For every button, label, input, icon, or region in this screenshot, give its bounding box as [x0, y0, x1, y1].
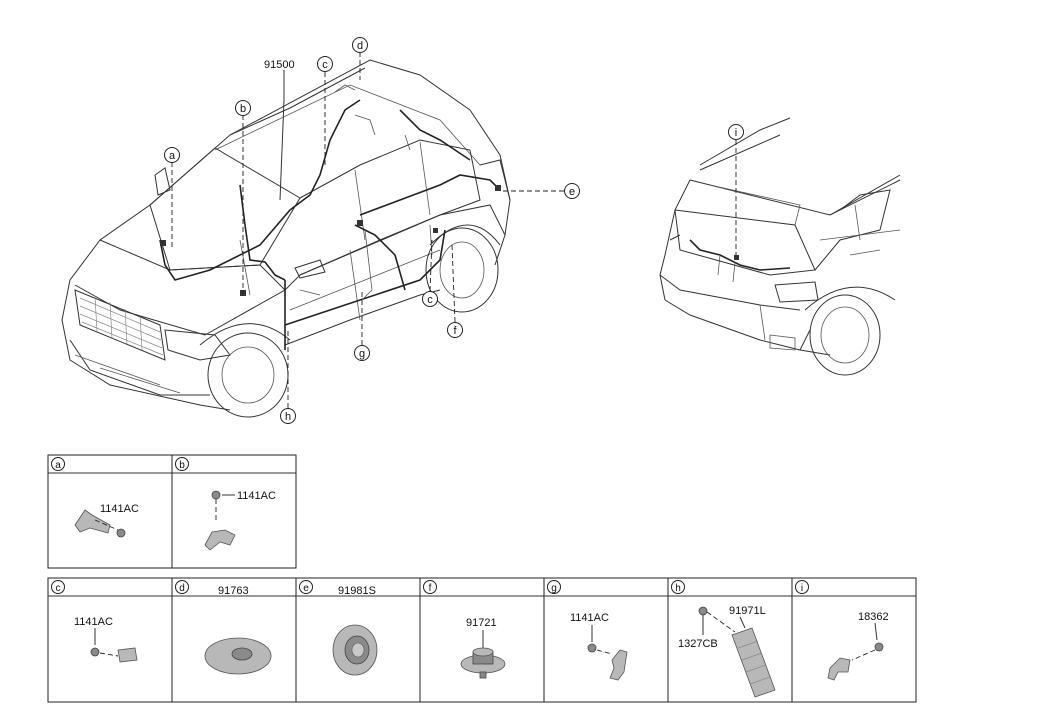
wire-harness-rear: [689, 140, 791, 283]
callout-e[interactable]: e: [564, 183, 580, 199]
callout-b[interactable]: b: [235, 100, 251, 116]
svg-text:a: a: [169, 150, 176, 162]
svg-text:91721: 91721: [466, 617, 497, 629]
callout-c-bottom[interactable]: c: [422, 291, 438, 307]
svg-text:91971L: 91971L: [729, 605, 766, 617]
detail-box-d: d 91763: [171, 577, 297, 703]
svg-text:18362: 18362: [858, 611, 889, 623]
svg-text:e: e: [569, 186, 575, 198]
detail-box-h: h 91971L 1327CB: [667, 577, 793, 703]
detail-box-i: i 18362: [791, 577, 917, 703]
svg-text:i: i: [735, 127, 737, 139]
detail-box-e: e 91981S: [295, 577, 421, 703]
callout-g[interactable]: g: [354, 345, 370, 361]
svg-text:91981S: 91981S: [338, 585, 376, 597]
svg-text:h: h: [675, 583, 681, 594]
detail-box-g: g 1141AC: [543, 577, 669, 703]
callout-c-top[interactable]: c: [317, 56, 333, 72]
callout-i[interactable]: i: [728, 124, 744, 140]
callout-a[interactable]: a: [164, 147, 180, 163]
svg-text:f: f: [453, 325, 457, 337]
rear-car-illustration: [659, 117, 901, 376]
svg-text:1141AC: 1141AC: [100, 503, 139, 515]
svg-text:1141AC: 1141AC: [570, 612, 609, 624]
detail-box-c: c 1141AC: [47, 577, 173, 703]
detail-box-a: a 1141AC: [47, 454, 173, 569]
svg-text:g: g: [551, 583, 557, 594]
svg-text:c: c: [427, 294, 433, 306]
detail-box-b: b 1141AC: [171, 454, 297, 569]
wire-harness-front: [159, 84, 501, 350]
svg-text:i: i: [801, 583, 803, 594]
main-harness-part-number[interactable]: 91500: [264, 59, 295, 71]
svg-text:h: h: [285, 411, 291, 423]
callout-h[interactable]: h: [280, 408, 296, 424]
svg-text:c: c: [322, 59, 328, 71]
callout-f[interactable]: f: [447, 322, 463, 338]
detail-box-f: f 91721: [419, 577, 545, 703]
svg-text:g: g: [359, 348, 365, 360]
svg-text:e: e: [303, 583, 309, 594]
svg-text:91763: 91763: [218, 585, 249, 597]
svg-text:1141AC: 1141AC: [237, 490, 276, 502]
svg-text:1141AC: 1141AC: [74, 616, 113, 628]
leader-lines-front: [171, 52, 564, 408]
svg-text:a: a: [55, 460, 61, 471]
svg-text:c: c: [56, 583, 61, 594]
svg-text:d: d: [357, 40, 363, 52]
svg-text:d: d: [179, 583, 185, 594]
svg-text:1327CB: 1327CB: [678, 638, 718, 650]
svg-text:b: b: [179, 460, 185, 471]
callout-d[interactable]: d: [352, 37, 368, 53]
svg-text:b: b: [240, 103, 246, 115]
svg-text:f: f: [429, 583, 432, 594]
